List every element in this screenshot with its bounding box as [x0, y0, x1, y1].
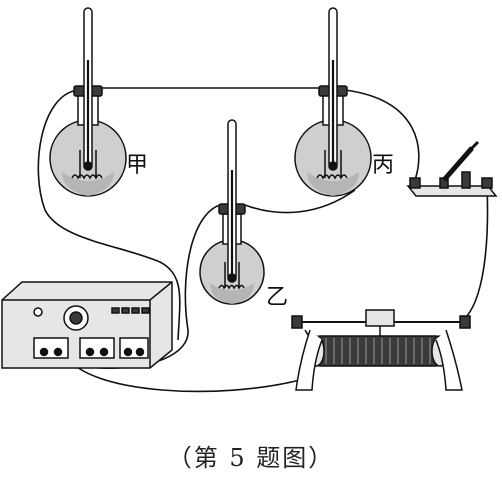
wire-bing-switch: [344, 89, 420, 181]
wire-bing-yi: [244, 189, 356, 214]
figure-caption: （第 5 题图）: [167, 444, 335, 472]
wire-jia-power: [37, 89, 181, 341]
flask-yi: [199, 119, 265, 305]
wires: [37, 87, 489, 393]
flask-jia: [49, 7, 127, 197]
wire-switch-rheostat: [459, 184, 489, 323]
flask-bing: [294, 7, 372, 197]
flask-bing-label: 丙: [372, 153, 394, 178]
flask-jia-label: 甲: [126, 153, 148, 178]
power-supply: [1, 281, 173, 369]
sliding-rheostat: [291, 309, 471, 391]
knife-switch: [406, 140, 498, 197]
flask-yi-label: 乙: [266, 285, 288, 310]
